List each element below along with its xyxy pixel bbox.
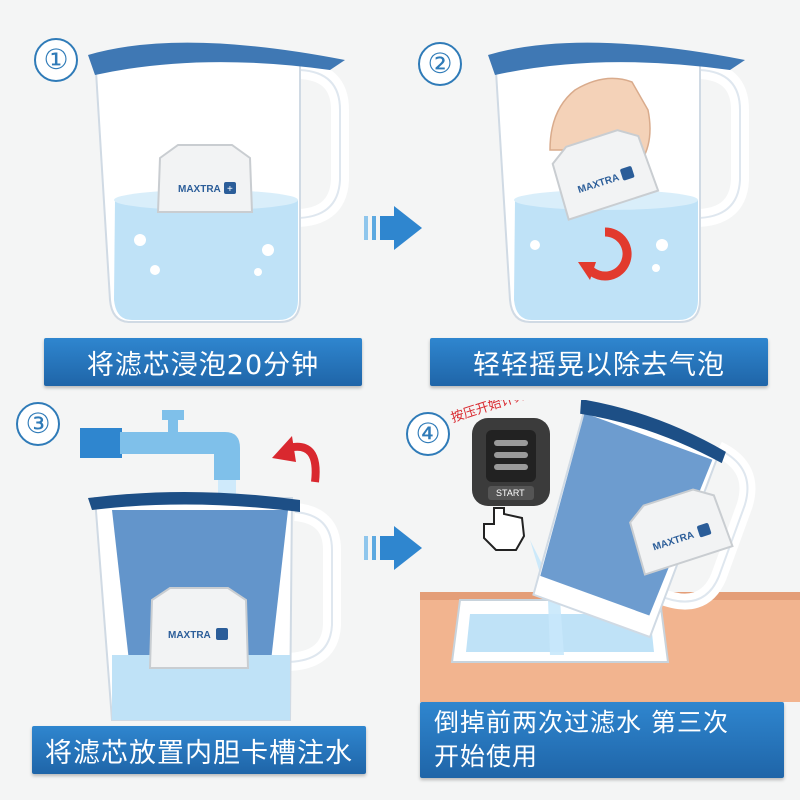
step-2-panel: MAXTRA ② 轻轻摇晃以除去气泡 — [400, 0, 800, 400]
filter-cartridge-icon: MAXTRA — [629, 488, 734, 576]
step-1-panel: MAXTRA + ① 将滤芯浸泡20分钟 — [0, 0, 400, 400]
step-caption: 将滤芯浸泡20分钟 — [44, 338, 362, 386]
step-number: ④ — [406, 412, 450, 456]
step-3-panel: MAXTRA ③ 将滤芯放置内胆卡槽注水 — [0, 400, 400, 800]
step-4-panel: MAXTRA START 按压开始计算器 ④ 倒掉前两次过滤水 第三次 开始使用 — [400, 400, 800, 800]
step-number: ③ — [16, 402, 60, 446]
step-arrow-icon — [364, 526, 422, 570]
curved-arrow-icon — [272, 436, 320, 483]
step-caption: 倒掉前两次过滤水 第三次 开始使用 — [420, 702, 784, 778]
filter-cartridge-icon: MAXTRA — [551, 129, 660, 221]
svg-text:+: + — [227, 184, 233, 195]
step-arrow-icon — [364, 206, 422, 250]
filter-label: MAXTRA — [168, 630, 211, 641]
step-number: ② — [418, 42, 462, 86]
timer-icon: START — [472, 418, 550, 506]
step-number: ① — [34, 38, 78, 82]
filter-cartridge-icon: MAXTRA — [148, 587, 250, 669]
filter-cartridge-icon: MAXTRA + — [156, 144, 254, 213]
rotate-arrow-icon — [578, 227, 632, 281]
filter-label: MAXTRA — [178, 184, 221, 195]
step-caption: 轻轻摇晃以除去气泡 — [430, 338, 768, 386]
start-label: START — [496, 488, 525, 498]
caption-line-2: 开始使用 — [434, 742, 539, 771]
pointer-hand-icon — [483, 507, 526, 551]
step-caption: 将滤芯放置内胆卡槽注水 — [32, 726, 366, 774]
caption-line-1: 倒掉前两次过滤水 第三次 — [434, 708, 729, 737]
